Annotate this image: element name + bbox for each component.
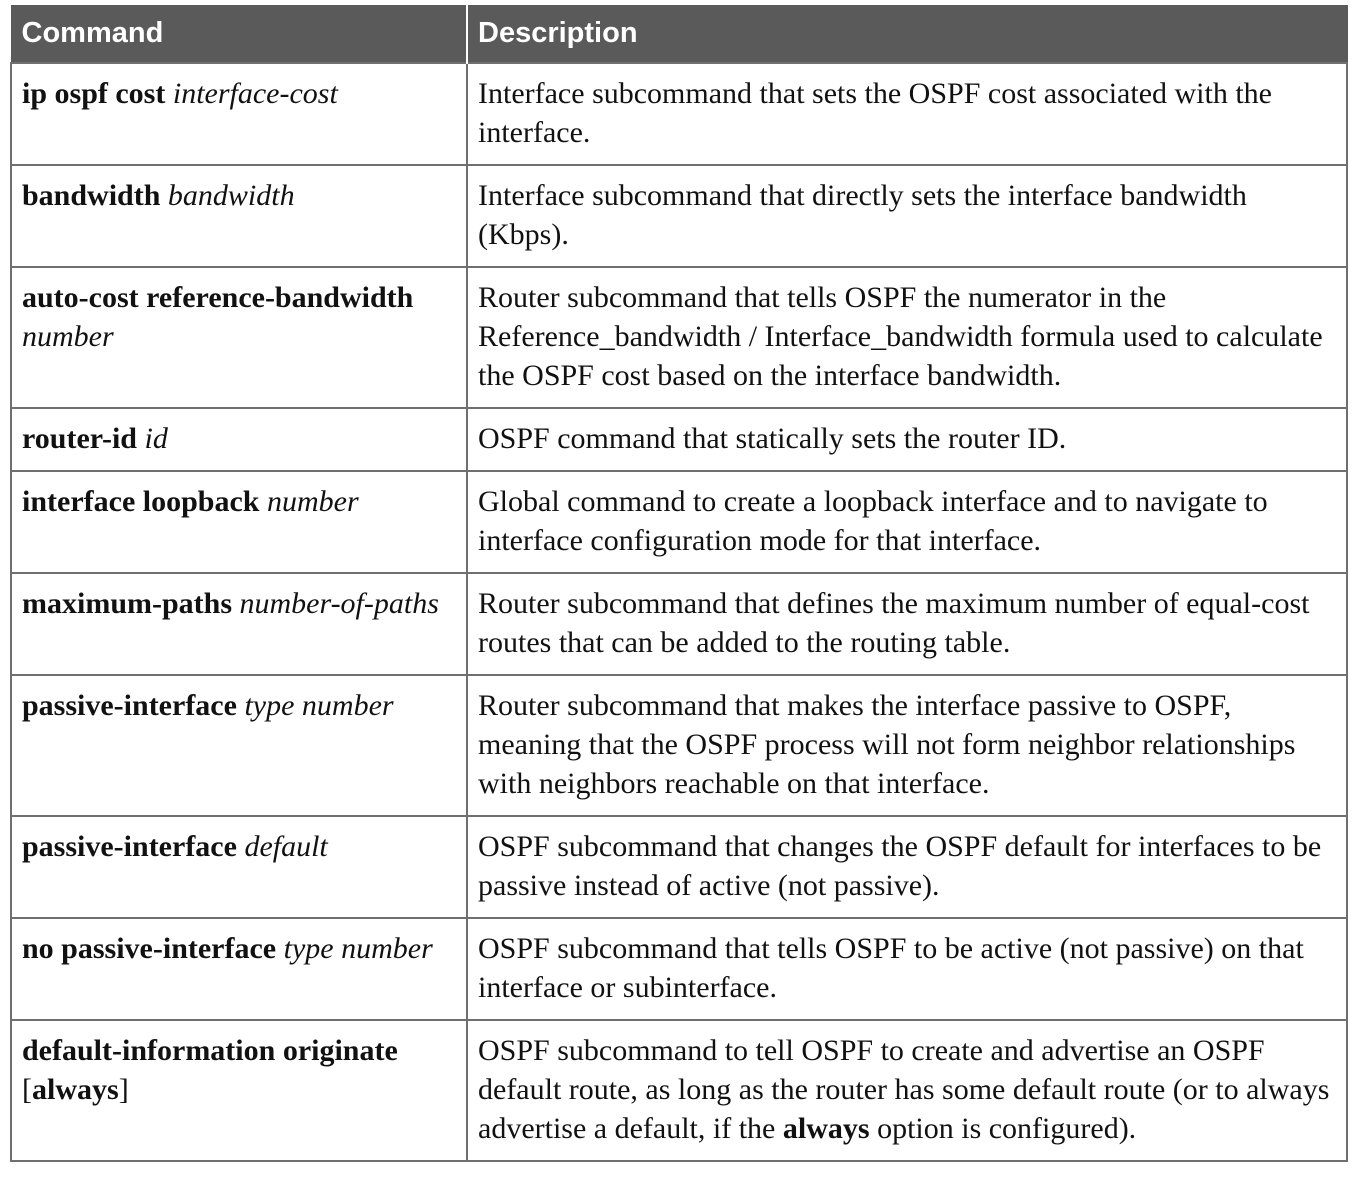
command-option: always bbox=[32, 1073, 119, 1106]
command-cell: router-id id bbox=[10, 407, 468, 472]
description-cell: Interface subcommand that sets the OSPF … bbox=[466, 62, 1348, 166]
command-argument: interface-cost bbox=[172, 77, 338, 110]
command-cell: no passive-interface type number bbox=[10, 917, 468, 1021]
command-cell: passive-interface default bbox=[10, 815, 468, 919]
command-table: Command Description ip ospf cost interfa… bbox=[10, 5, 1348, 1162]
description-cell: Router subcommand that defines the maxim… bbox=[466, 572, 1348, 676]
description-text-tail: option is configured). bbox=[869, 1112, 1137, 1145]
command-argument: type number bbox=[283, 932, 433, 965]
description-cell: OSPF subcommand that tells OSPF to be ac… bbox=[466, 917, 1348, 1021]
description-cell: OSPF subcommand that changes the OSPF de… bbox=[466, 815, 1348, 919]
command-keyword: ip ospf cost bbox=[22, 77, 166, 110]
description-cell: Interface subcommand that directly sets … bbox=[466, 164, 1348, 268]
command-argument: number bbox=[266, 485, 359, 518]
command-keyword: bandwidth bbox=[22, 179, 161, 212]
command-keyword: passive-interface bbox=[22, 830, 237, 863]
command-cell: bandwidth bandwidth bbox=[10, 164, 468, 268]
table-row: router-id id OSPF command that staticall… bbox=[10, 407, 1348, 472]
command-cell: interface loopback number bbox=[10, 470, 468, 574]
description-text: OSPF subcommand to tell OSPF to create a… bbox=[478, 1034, 1330, 1145]
description-cell: Router subcommand that makes the interfa… bbox=[466, 674, 1348, 817]
command-keyword: no passive-interface bbox=[22, 932, 277, 965]
table-row: maximum-paths number-of-paths Router sub… bbox=[10, 572, 1348, 676]
command-keyword: router-id bbox=[22, 422, 137, 455]
description-cell: Global command to create a loopback inte… bbox=[466, 470, 1348, 574]
table-row: default-information originate [always] O… bbox=[10, 1019, 1348, 1162]
description-cell: OSPF command that statically sets the ro… bbox=[466, 407, 1348, 472]
command-keyword: passive-interface bbox=[22, 689, 237, 722]
bracket-close: ] bbox=[118, 1073, 129, 1106]
command-argument: number-of-paths bbox=[239, 587, 439, 620]
command-argument: bandwidth bbox=[167, 179, 295, 212]
command-keyword: maximum-paths bbox=[22, 587, 233, 620]
description-cell: Router subcommand that tells OSPF the nu… bbox=[466, 266, 1348, 409]
table-row: passive-interface default OSPF subcomman… bbox=[10, 815, 1348, 919]
description-cell: OSPF subcommand to tell OSPF to create a… bbox=[466, 1019, 1348, 1162]
table-header-row: Command Description bbox=[10, 5, 1348, 63]
table-row: passive-interface type number Router sub… bbox=[10, 674, 1348, 817]
command-cell: default-information originate [always] bbox=[10, 1019, 468, 1162]
command-cell: maximum-paths number-of-paths bbox=[10, 572, 468, 676]
table-row: auto-cost reference-bandwidth number Rou… bbox=[10, 266, 1348, 409]
header-description: Description bbox=[466, 5, 1348, 63]
table-row: no passive-interface type number OSPF su… bbox=[10, 917, 1348, 1021]
table-row: bandwidth bandwidth Interface subcommand… bbox=[10, 164, 1348, 268]
command-cell: passive-interface type number bbox=[10, 674, 468, 817]
bracket-open: [ bbox=[22, 1073, 32, 1106]
command-keyword: interface loopback bbox=[22, 485, 260, 518]
command-argument: number bbox=[22, 320, 114, 353]
header-command: Command bbox=[10, 5, 468, 63]
table-row: ip ospf cost interface-cost Interface su… bbox=[10, 62, 1348, 166]
table-row: interface loopback number Global command… bbox=[10, 470, 1348, 574]
command-cell: auto-cost reference-bandwidth number bbox=[10, 266, 468, 409]
command-argument: id bbox=[144, 422, 168, 455]
command-cell: ip ospf cost interface-cost bbox=[10, 62, 468, 166]
command-argument: type number bbox=[244, 689, 394, 722]
command-argument: default bbox=[244, 830, 328, 863]
command-keyword: auto-cost reference-bandwidth bbox=[22, 281, 414, 314]
description-keyword: always bbox=[782, 1112, 870, 1145]
command-keyword: default-information originate bbox=[22, 1034, 398, 1067]
